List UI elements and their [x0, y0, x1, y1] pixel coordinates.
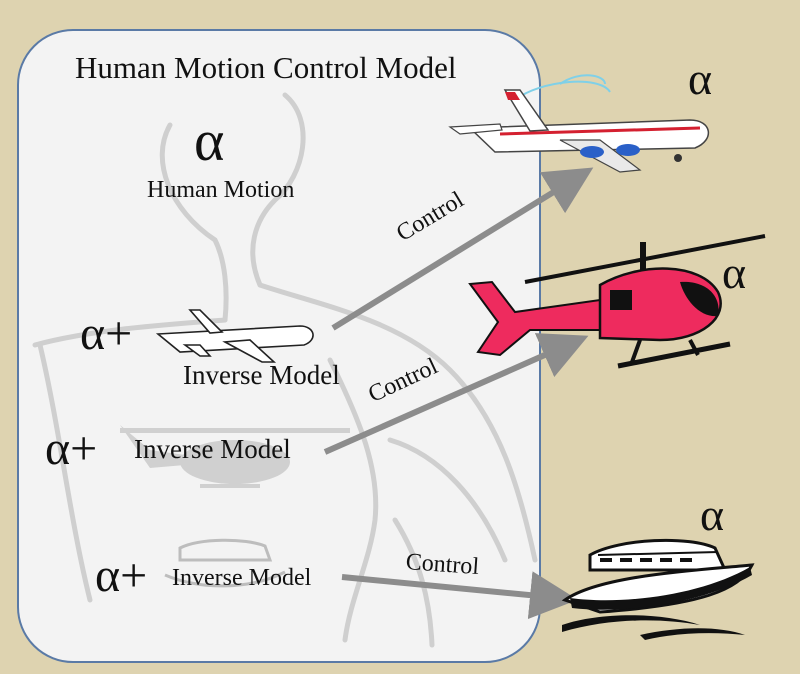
row2-inverse-model-label: Inverse Model [134, 434, 291, 464]
boat-ghost-icon [164, 538, 286, 588]
control-arrow-boat [341, 571, 578, 620]
row3-inverse-model-label: Inverse Model [172, 565, 312, 591]
row1-inverse-model-label: Inverse Model [183, 360, 340, 390]
small-airplane-icon [155, 309, 314, 363]
boat-icon [561, 538, 755, 640]
airplane-alpha: α [688, 53, 713, 104]
control-arrow-airplane [331, 167, 594, 331]
helicopter-alpha: α [722, 247, 747, 298]
row1-alpha-prefix: α+ [80, 307, 133, 360]
human-motion-alpha: α [194, 108, 225, 173]
row3-alpha-prefix: α+ [95, 549, 148, 602]
helicopter-ghost-icon [120, 425, 350, 488]
diagram-title: Human Motion Control Model [75, 50, 457, 85]
boat-alpha: α [700, 489, 725, 540]
row3-control-label: Control [404, 549, 480, 581]
airplane-icon [448, 74, 709, 173]
control-arrow-helicopter [323, 333, 589, 455]
helicopter-icon [468, 234, 766, 369]
row2-alpha-prefix: α+ [45, 422, 98, 475]
human-motion-label: Human Motion [147, 177, 295, 203]
